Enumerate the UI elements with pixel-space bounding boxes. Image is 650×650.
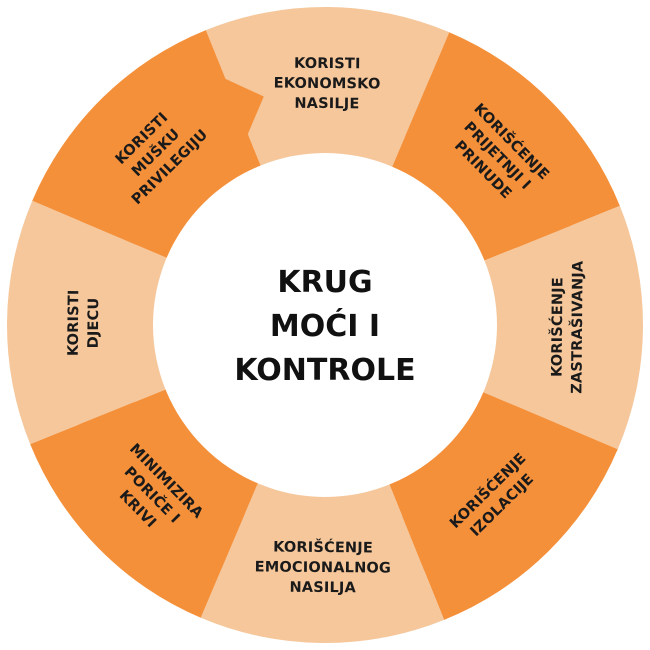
segment-djecu <box>7 200 183 445</box>
segment-emocionalnog <box>200 467 445 643</box>
center-title-line: MOĆI I <box>270 307 380 344</box>
center-disc <box>153 153 497 497</box>
segment-label-emocionalnog: KORIŠĆENJE EMOCIONALNOG NASILJA <box>254 537 391 596</box>
segment-label-line: KORISTI <box>66 289 83 356</box>
segment-label-line: ZASTRAŠIVANJA <box>567 260 586 394</box>
segment-label-line: NASILJE <box>294 96 359 113</box>
segment-label-line: KORIŠĆENJE <box>273 538 373 557</box>
segment-label-line: EKONOMSKO <box>274 76 381 93</box>
segment-label-line: KORIŠĆENJE <box>548 277 567 377</box>
center-title: KRUG MOĆI I KONTROLE <box>234 265 415 388</box>
center-title-line: KONTROLE <box>234 353 415 388</box>
segment-label-line: KORISTI <box>294 56 361 73</box>
segment-label-line: NASILJA <box>289 580 356 597</box>
segment-label-line: EMOCIONALNOG <box>255 559 392 576</box>
segment-zastrasivanja <box>467 205 643 450</box>
segment-ekonomsko <box>205 7 450 183</box>
segment-label-ekonomsko: KORISTI EKONOMSKO NASILJE <box>273 56 380 113</box>
center-title-line: KRUG <box>277 265 372 300</box>
segment-label-line: DJECU <box>86 298 102 349</box>
segment-arrow-privilegiju <box>219 76 264 139</box>
